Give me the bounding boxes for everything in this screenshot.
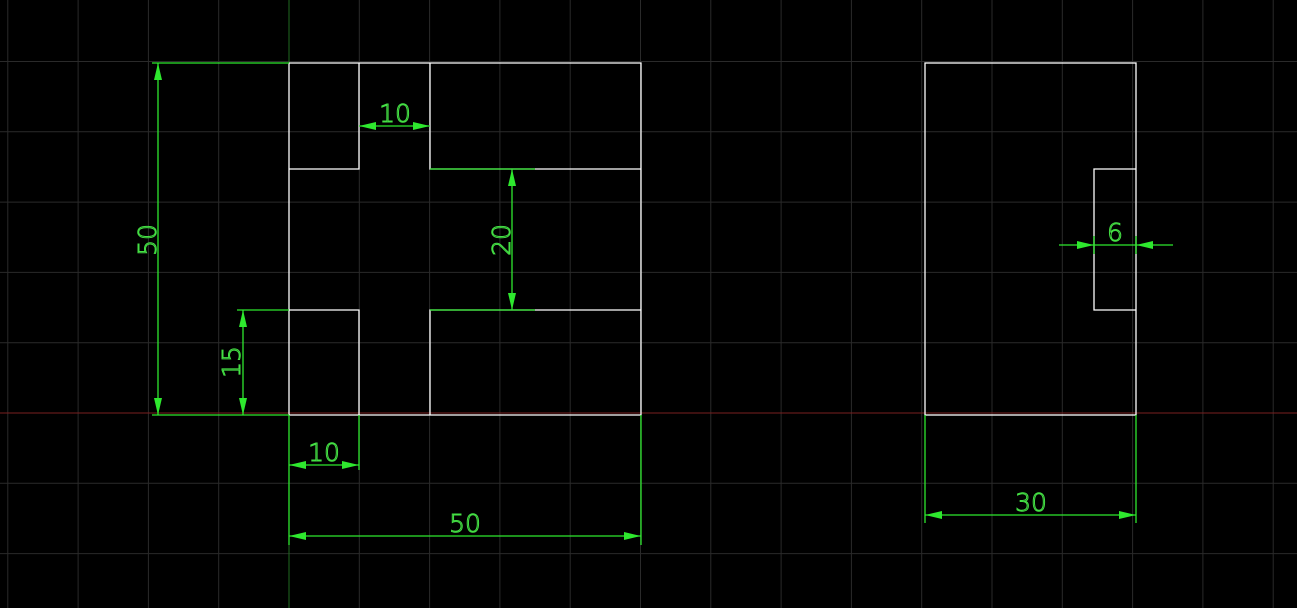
dim-text-10-top: 10 [379, 99, 411, 128]
side-view[interactable] [924, 62, 1137, 416]
dimension-side-width[interactable]: 30 [924, 415, 1137, 523]
dim-text-50-vertical: 50 [133, 224, 162, 256]
front-view[interactable] [288, 62, 642, 416]
dimension-overall-width[interactable]: 50 [289, 415, 642, 545]
dimension-overall-height[interactable]: 50 [133, 62, 289, 416]
side-view-outline [924, 62, 1137, 416]
dimension-bottom-left-width[interactable]: 10 [288, 415, 360, 545]
dim-text-20: 20 [487, 224, 516, 256]
front-view-outline [288, 62, 642, 416]
dimension-slot-depth[interactable]: 6 [1059, 218, 1173, 254]
dimension-middle-height[interactable]: 20 [430, 168, 535, 311]
dim-text-15: 15 [217, 346, 246, 378]
dimension-bottom-left-height[interactable]: 15 [217, 309, 289, 415]
dim-text-30: 30 [1015, 488, 1047, 517]
dim-text-10-bottom: 10 [308, 438, 340, 467]
dimension-top-slot-width[interactable]: 10 [359, 99, 430, 130]
dim-text-50-horizontal: 50 [449, 509, 481, 538]
dim-text-6: 6 [1107, 218, 1123, 247]
